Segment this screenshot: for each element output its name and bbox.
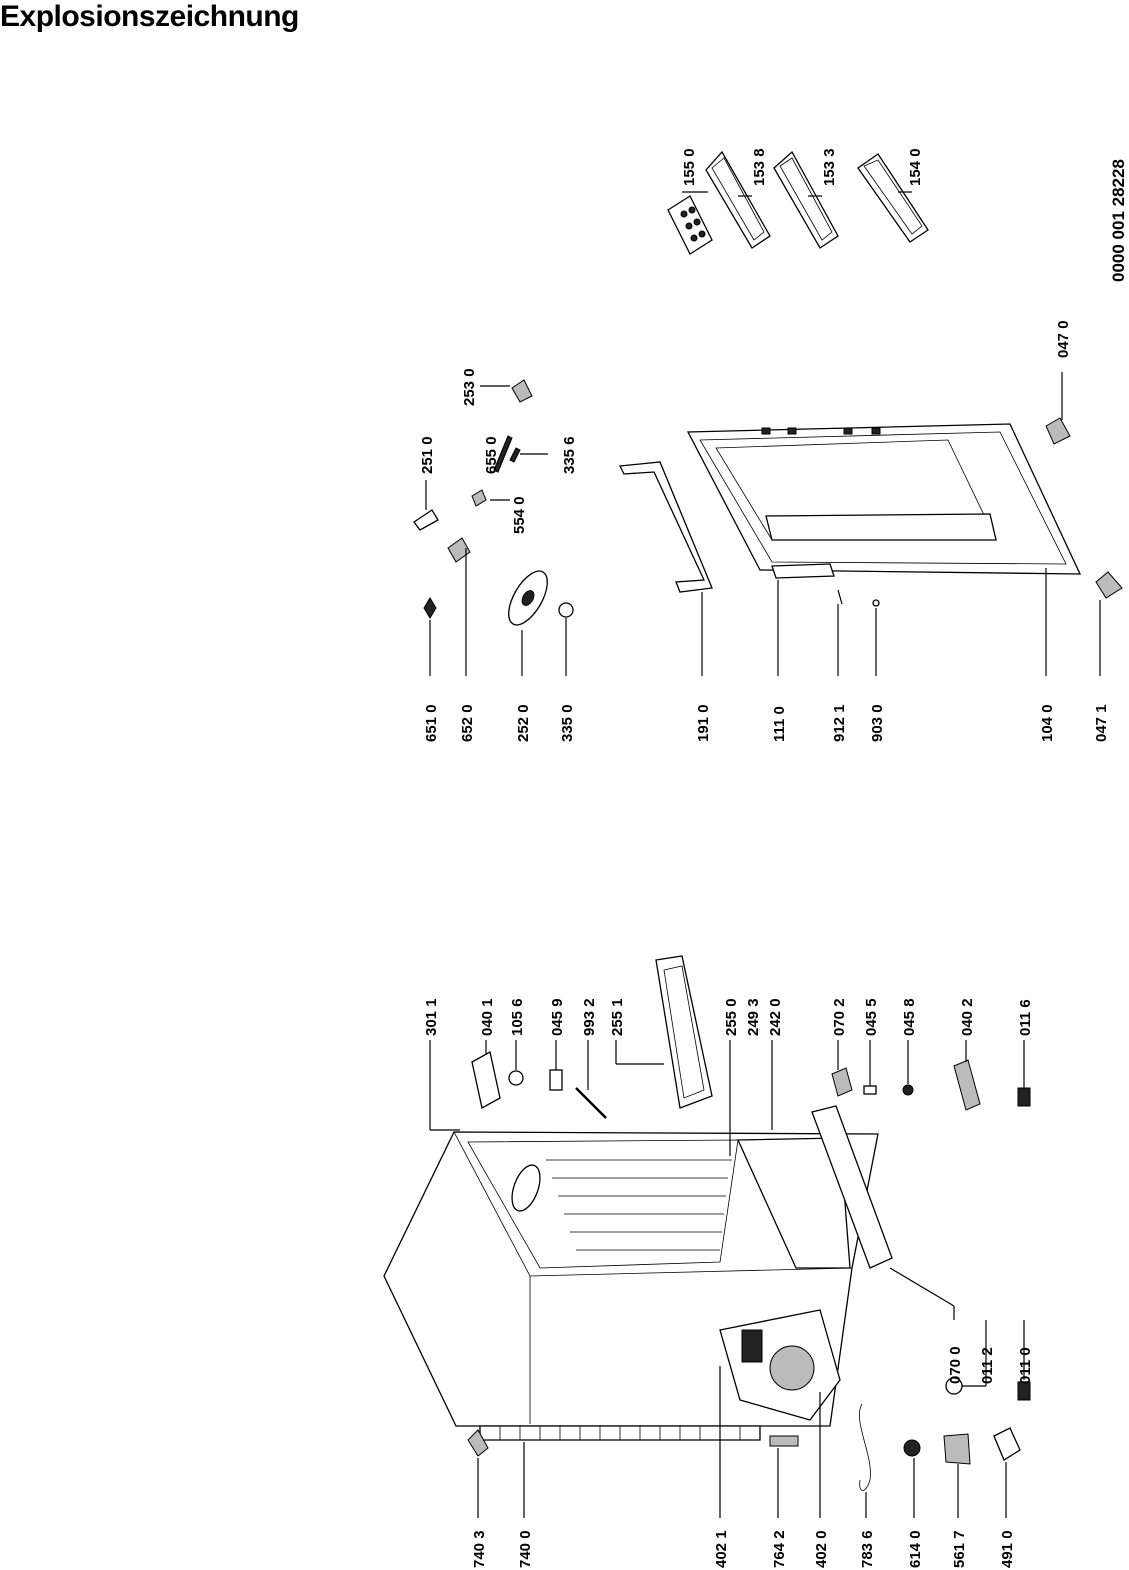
door-shelves-group: 155 0 153 8 153 3 154 0 xyxy=(667,148,929,255)
door-assembly-group: 191 0 111 0 912 1 903 0 104 0 047 1 047 … xyxy=(618,320,1123,742)
label-335-0: 335 0 xyxy=(559,704,576,742)
part-783-6 xyxy=(858,1403,871,1491)
label-045-8: 045 8 xyxy=(901,998,918,1036)
label-993-2: 993 2 xyxy=(581,998,598,1036)
label-242-0: 242 0 xyxy=(767,998,784,1036)
label-251-0: 251 0 xyxy=(419,436,436,474)
label-011-0: 011 0 xyxy=(1017,1347,1034,1384)
label-070-0: 070 0 xyxy=(947,1346,964,1384)
part-045-5 xyxy=(863,1085,877,1095)
part-040-1 xyxy=(471,1051,501,1109)
part-105-6 xyxy=(508,1070,524,1086)
label-740-3: 740 3 xyxy=(471,1530,488,1568)
control-parts-group: 651 0 652 0 252 0 335 0 251 0 554 0 655 … xyxy=(413,368,578,742)
label-011-2: 011 2 xyxy=(979,1347,996,1384)
label-561-7: 561 7 xyxy=(951,1530,968,1568)
part-561-7 xyxy=(943,1433,971,1465)
label-255-0: 255 0 xyxy=(723,998,740,1036)
label-255-1: 255 1 xyxy=(609,998,626,1036)
door-handle-part xyxy=(771,563,835,579)
crisper-cover-part xyxy=(811,1105,893,1269)
document-number: 0000 001 28228 xyxy=(1109,159,1128,282)
part-554-0 xyxy=(471,489,487,507)
label-191-0: 191 0 xyxy=(695,704,712,742)
thermostat-housing-part xyxy=(511,1164,541,1212)
part-251-0 xyxy=(413,509,439,531)
label-155-0: 155 0 xyxy=(681,148,698,186)
part-070-2 xyxy=(831,1067,853,1097)
label-104-0: 104 0 xyxy=(1039,704,1056,742)
label-105-6: 105 6 xyxy=(509,998,526,1036)
label-070-2: 070 2 xyxy=(831,998,848,1036)
label-402-0: 402 0 xyxy=(813,1530,830,1568)
page-title: Explosionszeichnung xyxy=(0,0,299,33)
label-253-0: 253 0 xyxy=(461,368,478,406)
label-651-0: 651 0 xyxy=(423,704,440,742)
part-335-0 xyxy=(558,602,574,618)
cabinet-group: 301 1 040 1 105 6 045 9 993 2 255 1 255 … xyxy=(383,955,1034,1568)
label-554-0: 554 0 xyxy=(511,496,528,534)
label-040-2: 040 2 xyxy=(959,998,976,1036)
door-shelf-part-1533 xyxy=(773,150,839,249)
part-764-2 xyxy=(769,1435,799,1447)
hinge-part-047-1 xyxy=(1095,571,1123,599)
part-011-6 xyxy=(1017,1087,1031,1107)
part-614-0 xyxy=(903,1439,921,1457)
label-047-1: 047 1 xyxy=(1093,704,1110,742)
part-045-9 xyxy=(549,1069,563,1091)
door-shelf-part-1540 xyxy=(857,153,929,243)
label-011-6: 011 6 xyxy=(1017,999,1034,1036)
label-783-6: 783 6 xyxy=(859,1530,876,1568)
part-253-0 xyxy=(511,379,533,403)
glass-shelf-part xyxy=(655,955,713,1109)
part-335-6 xyxy=(509,447,521,463)
label-764-2: 764 2 xyxy=(771,1530,788,1568)
label-491-0: 491 0 xyxy=(999,1530,1016,1568)
label-252-0: 252 0 xyxy=(515,704,532,742)
egg-tray-part xyxy=(667,191,713,255)
door-seal-part xyxy=(618,461,713,593)
label-335-6: 335 6 xyxy=(561,436,578,474)
label-402-1: 402 1 xyxy=(713,1530,730,1568)
part-011-0 xyxy=(1017,1381,1031,1401)
part-045-8 xyxy=(902,1084,914,1096)
door-shelf-part-1538 xyxy=(705,150,771,249)
part-040-2 xyxy=(953,1059,981,1111)
part-491-0 xyxy=(993,1427,1021,1461)
label-652-0: 652 0 xyxy=(459,704,476,742)
label-045-5: 045 5 xyxy=(863,998,880,1036)
label-903-0: 903 0 xyxy=(869,704,886,742)
label-047-0: 047 0 xyxy=(1055,320,1072,358)
label-614-0: 614 0 xyxy=(907,1530,924,1568)
label-045-9: 045 9 xyxy=(549,998,566,1036)
part-655-0 xyxy=(493,435,513,473)
part-651-0 xyxy=(423,597,437,619)
label-153-3: 153 3 xyxy=(821,148,838,186)
label-912-1: 912 1 xyxy=(831,704,848,742)
label-655-0: 655 0 xyxy=(483,436,500,474)
label-111-0: 111 0 xyxy=(771,706,788,742)
crisper-drawer-part xyxy=(737,1137,851,1269)
label-301-1: 301 1 xyxy=(423,998,440,1036)
label-249-3: 249 3 xyxy=(745,998,762,1036)
label-153-8: 153 8 xyxy=(751,148,768,186)
label-154-0: 154 0 xyxy=(907,148,924,186)
part-652-0 xyxy=(447,537,471,563)
part-993-2 xyxy=(575,1087,607,1119)
part-740-3 xyxy=(467,1429,489,1457)
label-740-0: 740 0 xyxy=(517,1530,534,1568)
hinge-part-047-0 xyxy=(1045,417,1071,445)
label-040-1: 040 1 xyxy=(479,998,496,1036)
